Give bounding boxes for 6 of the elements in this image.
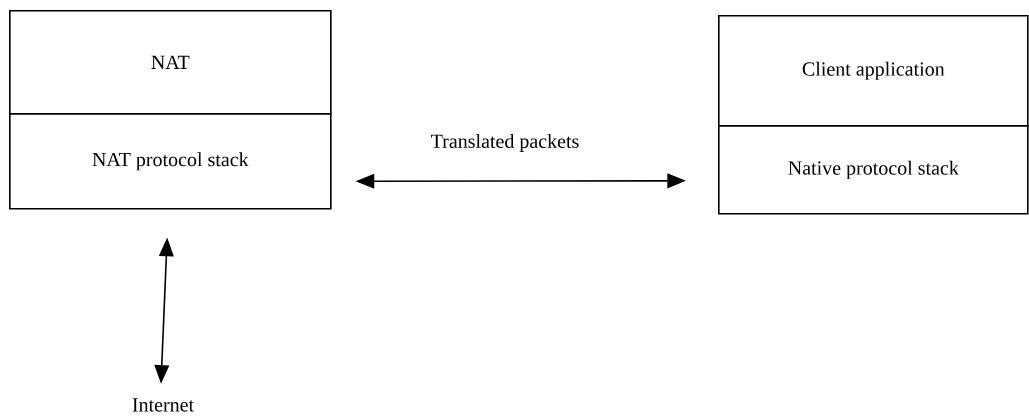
network-label: Internet: [132, 398, 194, 412]
edge-label: Translated packets: [429, 132, 581, 154]
layer-box: Client application: [718, 15, 1029, 127]
layer-box: NAT: [9, 10, 332, 115]
layer-box: NAT protocol stack: [9, 113, 332, 210]
layer-box: Native protocol stack: [718, 125, 1029, 215]
